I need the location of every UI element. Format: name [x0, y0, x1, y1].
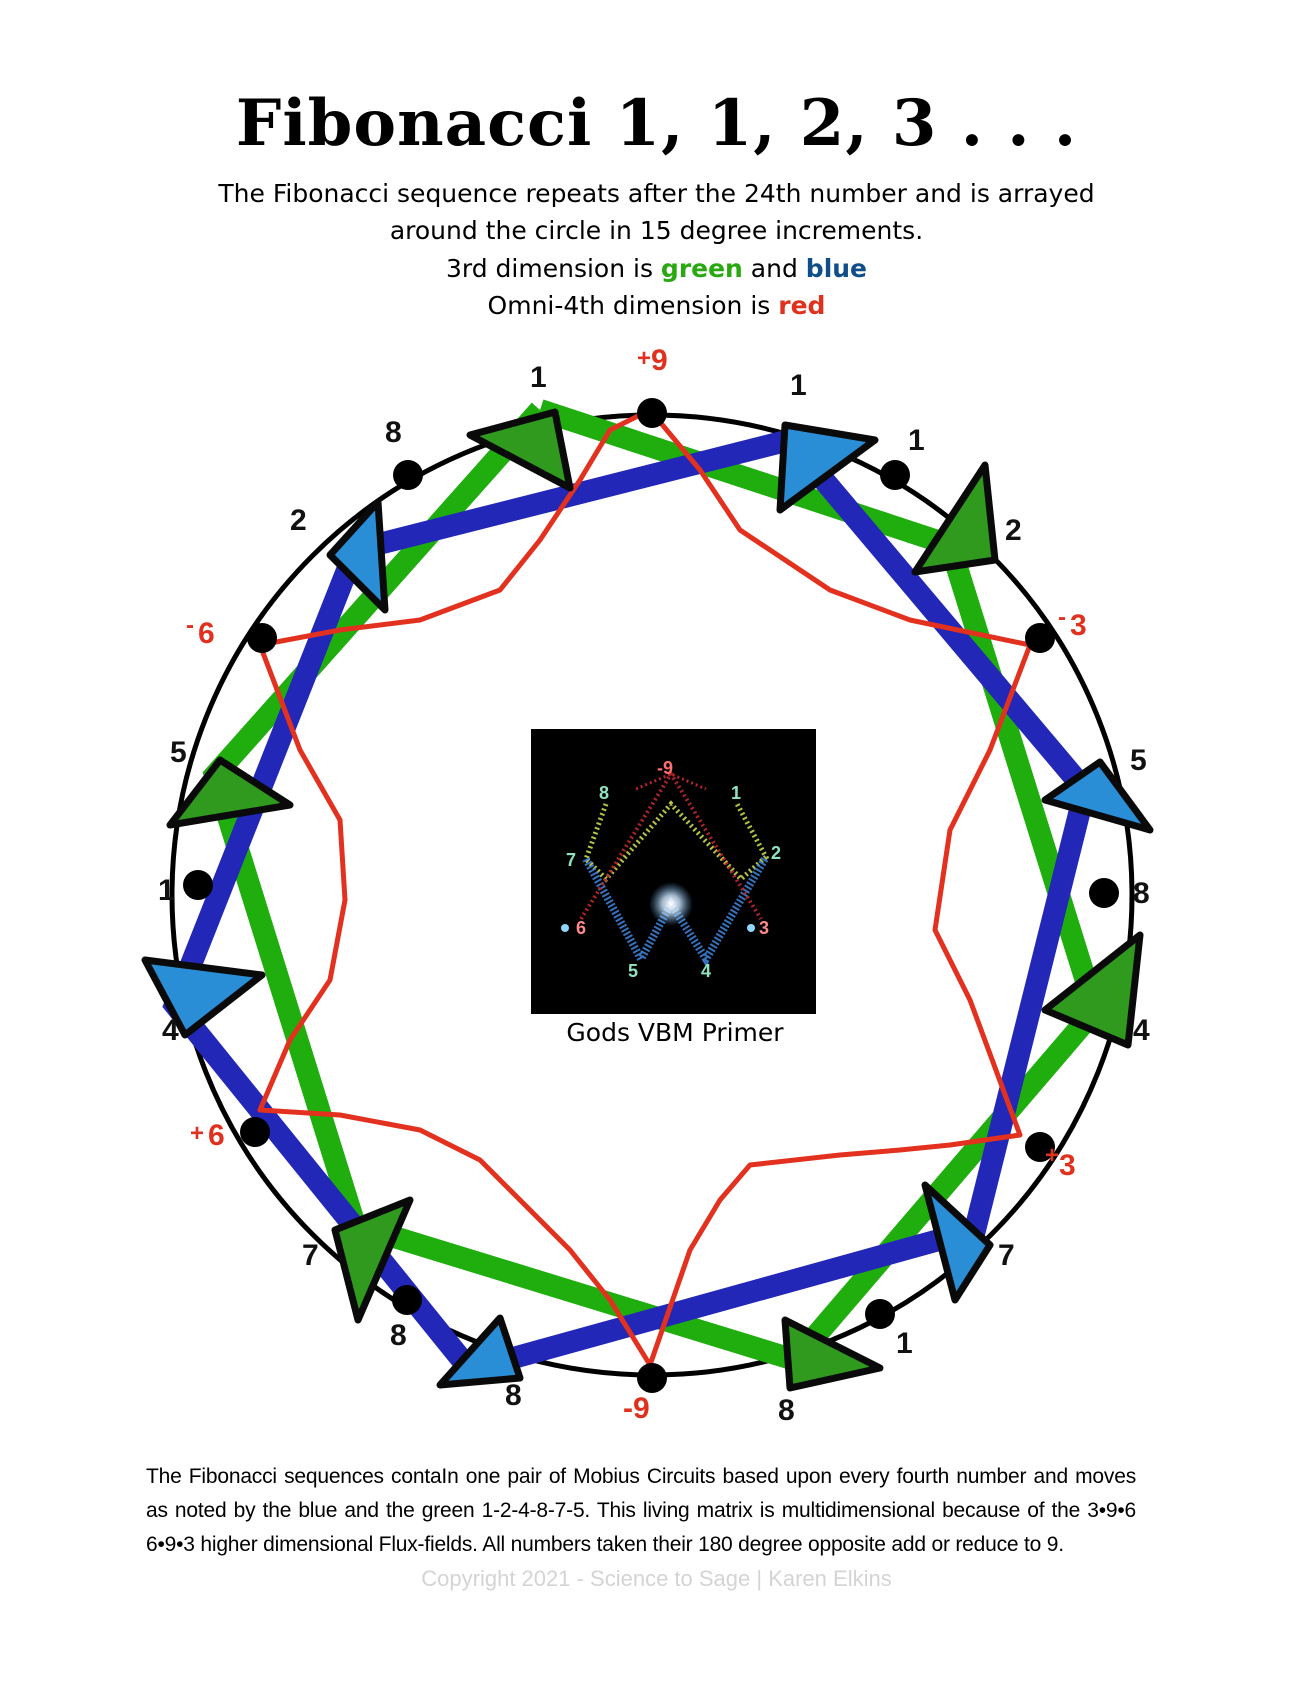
label-plus3-value: 3	[1059, 1149, 1076, 1182]
label-plus6: +6	[190, 1119, 225, 1152]
primer-yellow-strand	[583, 800, 770, 883]
label-r8: 1	[896, 1327, 913, 1360]
dot-8-bottom-left	[392, 1285, 422, 1315]
label-r1: 1	[790, 369, 807, 402]
red-circuit	[257, 407, 1033, 1368]
dot-1-bottom-right	[865, 1299, 895, 1329]
primer-label-f: 3	[759, 918, 769, 938]
label-l1: 7	[302, 1239, 319, 1272]
label-r7: 7	[998, 1239, 1015, 1272]
label-l6: 8	[385, 416, 402, 449]
dot-bottom	[637, 1363, 667, 1393]
triangle-blue-5-right	[1041, 758, 1154, 834]
label-minus9: -9	[623, 1392, 650, 1425]
description-paragraph: The Fibonacci sequences contaIn one pair…	[146, 1465, 1136, 1556]
label-minus6-value: 6	[198, 617, 215, 650]
triangle-green-1-top	[466, 408, 574, 492]
subtitle-line-3: 3rd dimension is green and blue	[0, 250, 1313, 287]
subtitle-line-1: The Fibonacci sequence repeats after the…	[218, 179, 1095, 208]
primer-dot-right	[747, 924, 755, 932]
primer-label-b: 1	[731, 783, 741, 803]
primer-label-top: -9	[657, 758, 673, 778]
label-b2: 8	[505, 1379, 522, 1412]
subtitle-line-4: Omni-4th dimension is red	[0, 287, 1313, 324]
primer-label-e: 6	[576, 918, 586, 938]
label-r4: 5	[1130, 744, 1147, 777]
triangle-blue-1-top	[776, 421, 879, 514]
subtitle-3-prefix: 3rd dimension is	[445, 254, 661, 283]
label-r2: 1	[908, 424, 925, 457]
primer-label-a: 8	[599, 783, 609, 803]
primer-label-d: 2	[771, 843, 781, 863]
label-plus3-sign: +	[1045, 1142, 1059, 1169]
label-minus3-value: 3	[1070, 609, 1087, 642]
label-plus9-value: 9	[651, 344, 668, 377]
page-title: Fibonacci 1, 1, 2, 3 . . .	[235, 86, 1078, 161]
label-r5: 8	[1133, 877, 1150, 910]
primer-label-g: 5	[628, 961, 638, 981]
label-plus6-value: 6	[208, 1119, 225, 1152]
label-plus9: +9	[637, 344, 668, 377]
label-minus3-sign: -	[1058, 604, 1066, 631]
label-l2: 4	[162, 1014, 179, 1047]
label-minus6-sign: -	[186, 612, 194, 639]
triangle-green-5-left	[166, 756, 294, 829]
label-minus3: -3	[1058, 604, 1087, 642]
subtitle-3-and: and	[742, 254, 806, 283]
label-r6: 4	[1133, 1014, 1150, 1047]
primer-label-h: 4	[701, 961, 711, 981]
triangle-green-8-bottom	[781, 1316, 884, 1392]
dot-1-top-right	[880, 460, 910, 490]
primer-center-glow	[649, 882, 693, 926]
triangle-blue-4-left	[141, 956, 266, 1039]
label-b1: 8	[778, 1394, 795, 1427]
red-word: red	[778, 291, 826, 320]
copyright-text: Copyright 2021 - Science to Sage | Karen…	[421, 1566, 892, 1591]
dot-top	[637, 398, 667, 428]
fibonacci-circle-diagram: 1 +9 1 1 2 -3 5 8 4 +3 7 1 8 -9 8 8 7 +6…	[141, 344, 1154, 1427]
label-l3: 1	[158, 874, 175, 907]
dot-minus6	[247, 623, 277, 653]
label-l5: 2	[290, 504, 307, 537]
label-plus9-sign: +	[637, 345, 651, 372]
vbm-primer-graphic: -9 8 1 7 2 6 3 5 4	[561, 758, 781, 981]
circle-dots	[183, 398, 1119, 1393]
primer-dot-left	[561, 924, 569, 932]
label-minus6: -6	[186, 612, 215, 650]
triangle-green-4-right	[1041, 931, 1144, 1049]
blue-word: blue	[805, 254, 868, 283]
subtitle-line-2: around the circle in 15 degree increment…	[389, 216, 924, 245]
triangle-blue-7-right	[921, 1181, 994, 1304]
dot-plus3	[1025, 1132, 1055, 1162]
primer-caption: Gods VBM Primer	[566, 1018, 784, 1047]
label-l4: 5	[170, 736, 187, 769]
label-plus6-sign: +	[190, 1120, 204, 1147]
triangles	[141, 408, 1154, 1392]
dot-1-left	[183, 870, 213, 900]
triangle-blue-8-bottom	[436, 1314, 524, 1389]
dot-minus3	[1025, 623, 1055, 653]
vbm-primer-image: -9 8 1 7 2 6 3 5 4	[531, 729, 816, 1014]
primer-label-c: 7	[566, 850, 576, 870]
dot-plus6	[240, 1117, 270, 1147]
label-top-1: 1	[530, 361, 547, 394]
dot-8-top-left	[393, 460, 423, 490]
label-r3: 2	[1005, 514, 1022, 547]
dot-8-right	[1089, 878, 1119, 908]
green-word: green	[660, 254, 743, 283]
label-b3: 8	[390, 1319, 407, 1352]
triangle-green-2-right	[911, 461, 999, 576]
primer-red-strand	[579, 770, 763, 921]
triangle-blue-2-left	[326, 498, 389, 614]
triangle-green-7-left	[331, 1196, 414, 1324]
label-plus3: +3	[1045, 1142, 1076, 1182]
subtitle-4-prefix: Omni-4th dimension is	[487, 291, 779, 320]
